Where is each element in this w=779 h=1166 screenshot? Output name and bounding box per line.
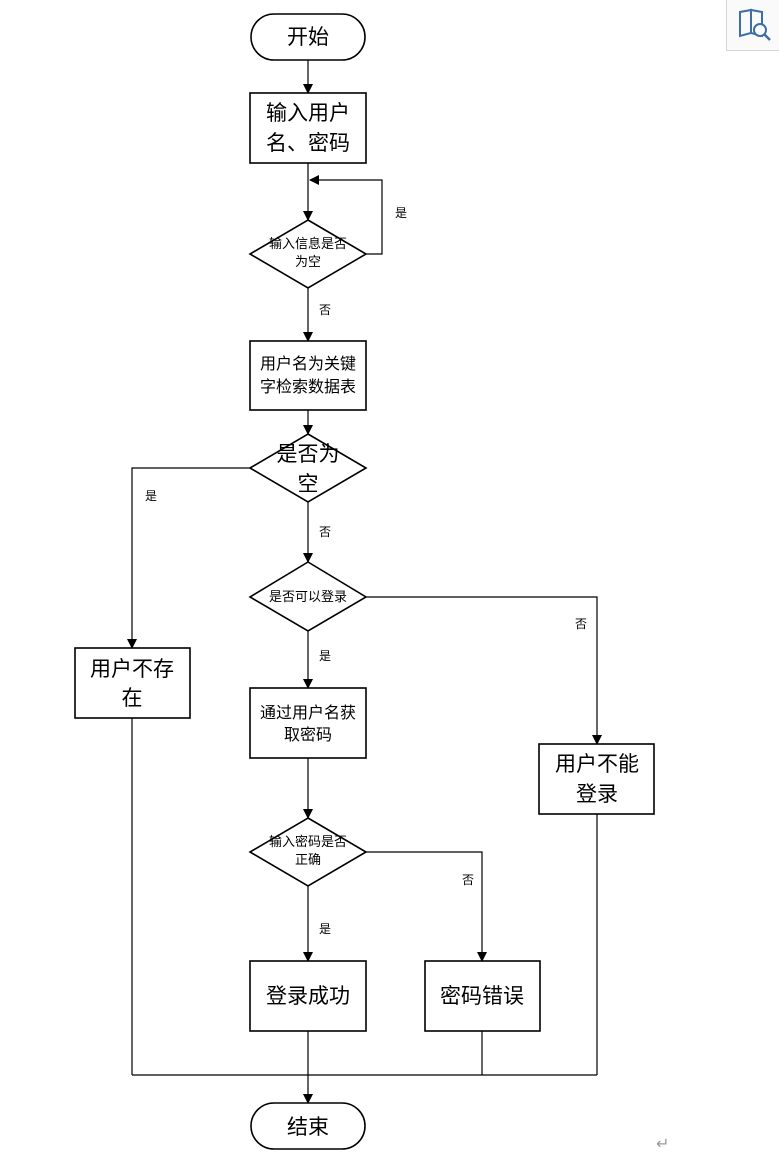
- end-node: 结束: [250, 1102, 366, 1150]
- edge-labels: 是 否 是 否 否 是 否 是: [145, 206, 587, 936]
- input-label-line1: 输入用户: [266, 101, 350, 125]
- password-correct-line2: 正确: [295, 853, 321, 868]
- can-login-decision: 是否可以登录: [248, 561, 368, 632]
- label-yes-canlogin: 是: [319, 649, 331, 663]
- end-label: 结束: [287, 1115, 329, 1139]
- result-empty-decision: 是否为 空: [248, 433, 368, 503]
- password-error-label: 密码错误: [440, 984, 524, 1008]
- password-correct-decision: 输入密码是否 正确: [248, 817, 368, 887]
- result-empty-line1: 是否为: [277, 442, 340, 466]
- check-empty-line1: 输入信息是否: [269, 236, 347, 252]
- edge-result-notexist-yes: [127, 467, 250, 649]
- input-node: 输入用户 名、密码: [249, 92, 367, 164]
- label-yes-pwcheck: 是: [319, 922, 331, 936]
- get-password-node: 通过用户名获 取密码: [249, 687, 367, 759]
- input-label-line2: 名、密码: [266, 131, 350, 155]
- cannot-login-line1: 用户不能: [555, 752, 639, 776]
- label-yes-loop: 是: [395, 206, 407, 220]
- login-success-node: 登录成功: [249, 960, 367, 1032]
- label-no-result: 否: [319, 525, 331, 539]
- edge-pwcheck-error-no: [366, 851, 487, 962]
- label-no-check: 否: [319, 303, 331, 317]
- search-node: 用户名为关键 字检索数据表: [249, 340, 367, 411]
- cannot-login-line2: 登录: [576, 782, 618, 806]
- get-password-line1: 通过用户名获: [260, 703, 356, 722]
- user-not-exist-line2: 在: [122, 686, 143, 710]
- label-no-canlogin: 否: [575, 617, 587, 631]
- user-not-exist-node: 用户不存 在: [74, 647, 191, 719]
- get-password-line2: 取密码: [284, 725, 332, 744]
- search-label-line1: 用户名为关键: [260, 354, 356, 373]
- check-empty-line2: 为空: [295, 255, 321, 270]
- password-correct-line1: 输入密码是否: [269, 834, 347, 850]
- cannot-login-node: 用户不能 登录: [538, 743, 655, 815]
- check-empty-decision: 输入信息是否 为空: [248, 219, 368, 289]
- edge-check-loop-yes: [309, 175, 383, 255]
- result-empty-line2: 空: [298, 472, 319, 496]
- start-node: 开始: [250, 13, 366, 61]
- start-label: 开始: [287, 25, 329, 49]
- edges: [127, 60, 602, 1104]
- label-no-pwcheck: 否: [462, 873, 474, 887]
- user-not-exist-line1: 用户不存: [90, 657, 174, 681]
- search-label-line2: 字检索数据表: [260, 377, 356, 396]
- return-arrow-icon: ↵: [656, 1134, 670, 1153]
- password-error-node: 密码错误: [424, 960, 541, 1032]
- reader-search-icon[interactable]: [726, 0, 779, 51]
- label-yes-notexist: 是: [145, 489, 157, 503]
- edge-canlogin-cannot-no: [366, 596, 602, 745]
- can-login-label: 是否可以登录: [269, 590, 347, 605]
- login-success-label: 登录成功: [266, 984, 350, 1008]
